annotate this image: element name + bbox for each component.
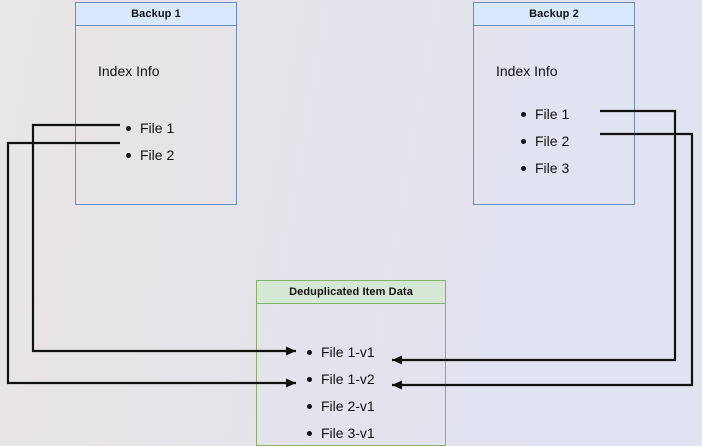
node-backup-2-file-list: File 1 File 2 File 3 <box>519 107 569 175</box>
node-deduplicated-item-data-title: Deduplicated Item Data <box>289 286 413 298</box>
list-item[interactable]: File 1-v2 <box>305 372 375 386</box>
list-item[interactable]: File 3-v1 <box>305 426 375 440</box>
node-deduplicated-item-data[interactable]: Deduplicated Item Data File 1-v1 File 1-… <box>256 280 446 446</box>
list-item[interactable]: File 1 <box>124 121 174 135</box>
list-item[interactable]: File 1-v1 <box>305 345 375 359</box>
node-deduplicated-item-data-header: Deduplicated Item Data <box>256 280 446 304</box>
list-item[interactable]: File 1 <box>519 107 569 121</box>
node-backup-1-header: Backup 1 <box>75 2 237 26</box>
list-item[interactable]: File 3 <box>519 161 569 175</box>
node-backup-2-body-title: Index Info <box>496 63 558 79</box>
list-item[interactable]: File 2-v1 <box>305 399 375 413</box>
node-backup-1-file-list: File 1 File 2 <box>124 121 174 162</box>
node-backup-2[interactable]: Backup 2 Index Info File 1 File 2 File 3 <box>473 2 635 205</box>
node-backup-2-header: Backup 2 <box>473 2 635 26</box>
list-item[interactable]: File 2 <box>124 148 174 162</box>
node-backup-1-title: Backup 1 <box>131 8 181 20</box>
node-deduplicated-item-data-file-list: File 1-v1 File 1-v2 File 2-v1 File 3-v1 <box>305 345 375 440</box>
node-backup-1-body-title: Index Info <box>98 63 160 79</box>
node-backup-1[interactable]: Backup 1 Index Info File 1 File 2 <box>75 2 237 205</box>
list-item[interactable]: File 2 <box>519 134 569 148</box>
node-backup-2-title: Backup 2 <box>529 8 579 20</box>
